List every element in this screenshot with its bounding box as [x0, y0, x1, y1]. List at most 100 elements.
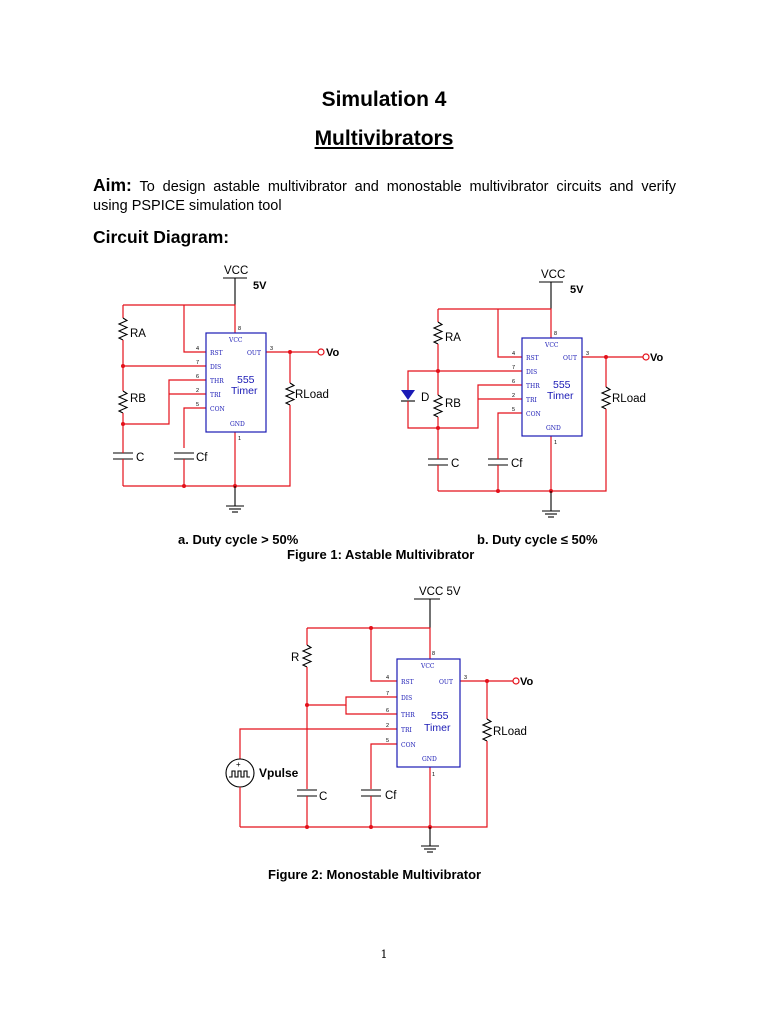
c-label: C: [451, 458, 459, 470]
pin-tri: TRI: [526, 397, 538, 404]
supply-label: VCC 5V: [419, 586, 461, 598]
pin-number: 5: [512, 407, 515, 413]
pin-con: CON: [210, 406, 225, 413]
rb-label: RB: [445, 398, 461, 410]
vo-label: Vo: [650, 352, 664, 364]
section-heading: Circuit Diagram:: [93, 227, 230, 247]
pin-rst: RST: [526, 355, 539, 362]
r-label: R: [291, 652, 299, 664]
timer-chip: [396, 658, 461, 768]
pin-thr: THR: [210, 378, 224, 385]
pin-number: 1: [554, 440, 557, 446]
supply-label: 5V: [253, 280, 267, 292]
diode-d: [401, 390, 415, 400]
pin-number: 1: [238, 436, 241, 442]
supply-label: 5V: [570, 284, 584, 296]
pin-gnd: GND: [546, 425, 561, 432]
aim-text: To design astable multivibrator and mono…: [93, 179, 676, 214]
pin-number: 6: [196, 374, 199, 380]
pin-out: OUT: [563, 355, 577, 362]
pin-gnd: GND: [422, 756, 437, 763]
pin-tri: TRI: [401, 727, 413, 734]
figure2-caption: Figure 2: Monostable Multivibrator: [268, 867, 482, 882]
pin-number: 2: [196, 388, 199, 394]
rload-label: RLoad: [295, 389, 329, 401]
pin-vcc: VCC: [544, 342, 559, 349]
resistor-rload: [284, 382, 296, 406]
pin-gnd: GND: [230, 421, 245, 428]
resistor-ra: [432, 321, 444, 345]
cf-label: Cf: [196, 452, 208, 464]
page-subtitle: Multivibrators: [314, 127, 454, 150]
chip-name: 555: [431, 710, 449, 722]
pin-out: OUT: [439, 679, 453, 686]
c-label: C: [319, 791, 327, 803]
vcc-label: VCC: [224, 265, 248, 277]
figure1b-caption: b. Duty cycle ≤ 50%: [477, 532, 598, 547]
ra-label: RA: [130, 328, 146, 340]
figure2-circuit: VCC 5V R + Vpulse C Cf: [225, 586, 534, 853]
pin-number: 2: [386, 723, 389, 729]
figure1a-circuit: VCC 5V RA RB C Cf: [113, 265, 340, 513]
pin-vcc: VCC: [420, 663, 435, 670]
pin-dis: DIS: [526, 369, 537, 376]
resistor-ra: [117, 317, 129, 341]
pin-thr: THR: [401, 712, 415, 719]
pin-number: 3: [586, 351, 589, 357]
figure1b-circuit: VCC 5V RA D RB C Cf: [401, 269, 664, 518]
pin-number: 6: [512, 379, 515, 385]
pin-tri: TRI: [210, 392, 222, 399]
aim-label: Aim:: [93, 175, 132, 195]
vo-label: Vo: [520, 676, 534, 688]
timer-chip: [205, 332, 267, 433]
vpulse-label: Vpulse: [259, 766, 299, 780]
resistor-rload: [600, 386, 612, 410]
pin-number: 8: [554, 331, 557, 337]
rload-label: RLoad: [612, 393, 646, 405]
d-label: D: [421, 392, 429, 404]
pin-number: 4: [512, 351, 515, 357]
pin-number: 7: [386, 691, 389, 697]
ra-label: RA: [445, 332, 461, 344]
pin-number: 1: [432, 772, 435, 778]
pin-number: 6: [386, 708, 389, 714]
chip-name-2: Timer: [424, 722, 451, 734]
figure1a-caption: a. Duty cycle > 50%: [178, 532, 299, 547]
pin-number: 3: [464, 675, 467, 681]
pin-dis: DIS: [210, 364, 221, 371]
pin-number: 3: [270, 346, 273, 352]
pin-number: 4: [196, 346, 199, 352]
pin-number: 8: [432, 651, 435, 657]
chip-name: 555: [237, 374, 255, 386]
pin-number: 4: [386, 675, 389, 681]
pin-rst: RST: [210, 350, 223, 357]
resistor-r: [301, 644, 313, 668]
svg-text:+: +: [236, 760, 241, 769]
resistor-rb: [432, 394, 444, 418]
chip-name-2: Timer: [231, 385, 258, 397]
resistor-rload: [481, 718, 493, 742]
pin-number: 5: [386, 738, 389, 744]
chip-name: 555: [553, 379, 571, 391]
pin-thr: THR: [526, 383, 540, 390]
pin-number: 8: [238, 326, 241, 332]
pin-con: CON: [526, 411, 541, 418]
vo-label: Vo: [326, 347, 340, 359]
aim-paragraph: Aim: To design astable multivibrator and…: [93, 176, 676, 216]
pin-vcc: VCC: [228, 337, 243, 344]
rb-label: RB: [130, 393, 146, 405]
page-number: 1: [380, 948, 388, 961]
timer-chip: [521, 337, 583, 437]
rload-label: RLoad: [493, 726, 527, 738]
cf-label: Cf: [511, 458, 523, 470]
pin-number: 7: [196, 360, 199, 366]
pin-number: 2: [512, 393, 515, 399]
pin-dis: DIS: [401, 695, 412, 702]
chip-name-2: Timer: [547, 390, 574, 402]
pin-number: 7: [512, 365, 515, 371]
cf-label: Cf: [385, 790, 397, 802]
pin-con: CON: [401, 742, 416, 749]
page-title: Simulation 4: [321, 88, 447, 111]
resistor-rb: [117, 390, 129, 414]
